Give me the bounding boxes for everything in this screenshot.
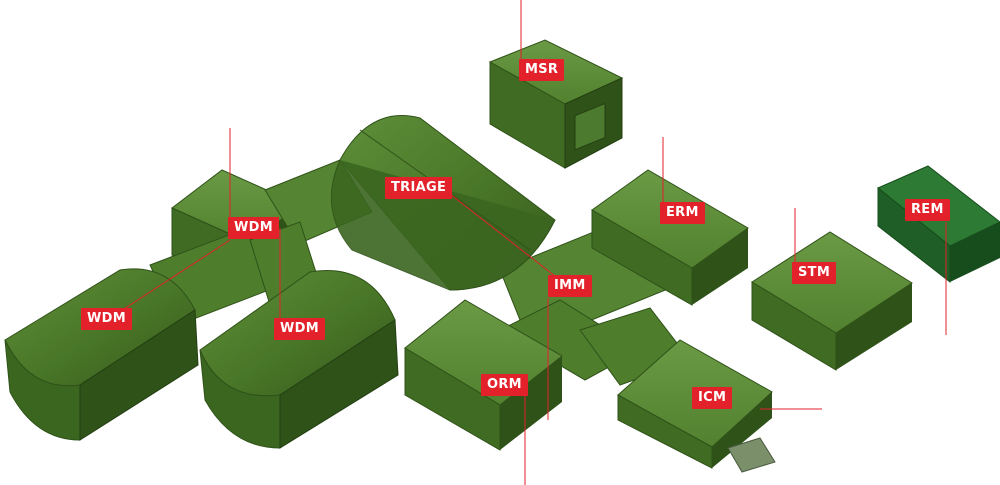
- label-stm[interactable]: STM: [792, 262, 837, 284]
- label-orm[interactable]: ORM: [481, 374, 528, 396]
- leader-lines: [109, 0, 947, 485]
- stm-module: [751, 231, 913, 371]
- label-icm[interactable]: ICM: [692, 387, 733, 409]
- label-rem[interactable]: REM: [905, 199, 950, 221]
- label-msr[interactable]: MSR: [519, 59, 565, 81]
- label-erm[interactable]: ERM: [660, 202, 705, 224]
- label-triage[interactable]: TRIAGE: [385, 177, 453, 199]
- rem-module: [877, 165, 1000, 284]
- label-wdm-left[interactable]: WDM: [81, 308, 132, 330]
- wdm-left-module: [4, 268, 199, 441]
- label-wdm-top[interactable]: WDM: [228, 217, 279, 239]
- label-imm[interactable]: IMM: [548, 275, 592, 297]
- label-wdm-right[interactable]: WDM: [274, 318, 325, 340]
